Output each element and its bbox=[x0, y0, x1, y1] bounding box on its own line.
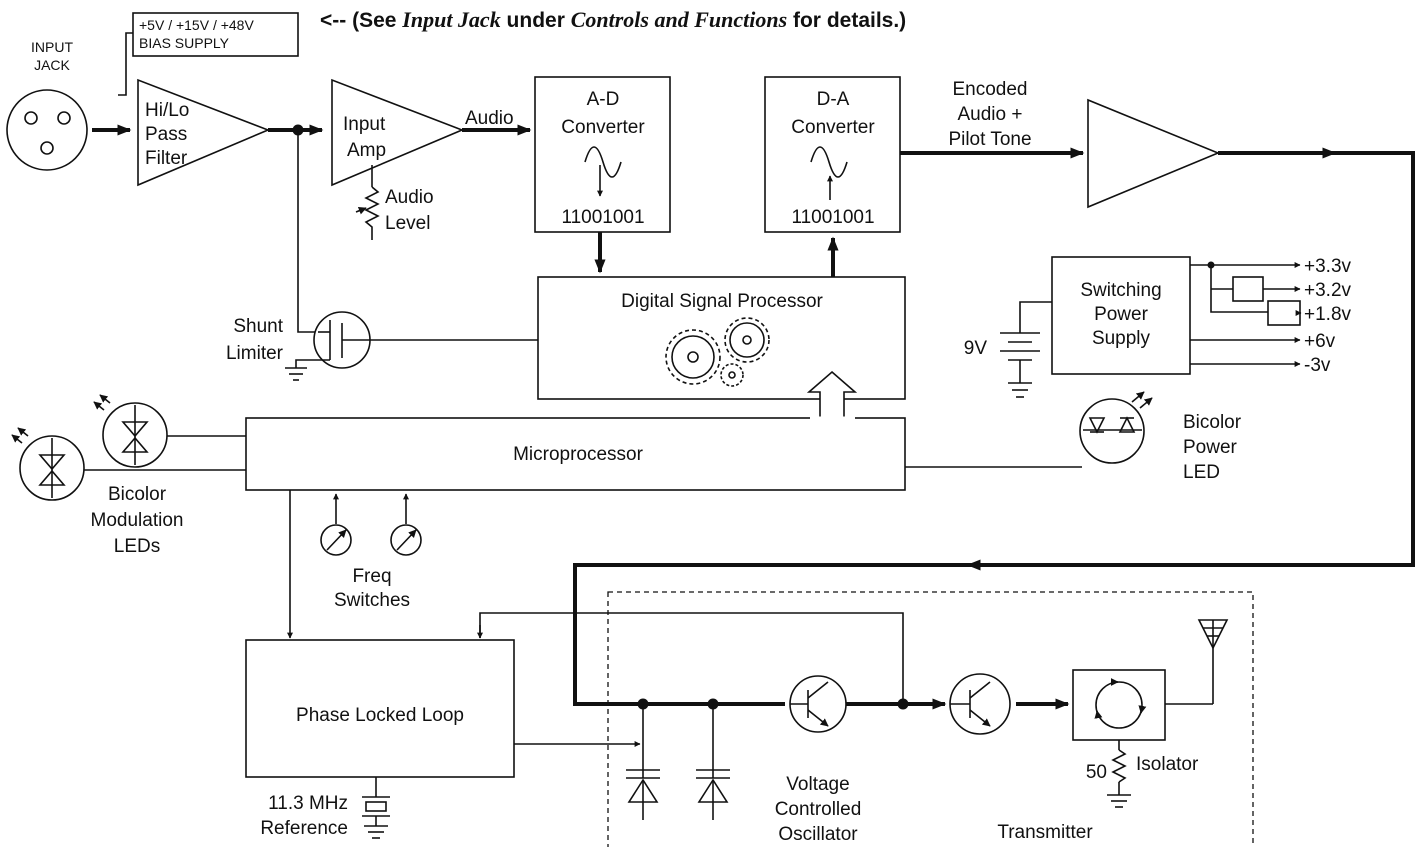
dac-label-1: D-A bbox=[817, 89, 850, 110]
dac-block bbox=[764, 76, 901, 233]
antenna-icon bbox=[1197, 619, 1229, 704]
resistor-value: 50 bbox=[1086, 762, 1107, 783]
microprocessor-label: Microprocessor bbox=[513, 444, 644, 465]
vco-label-3: Oscillator bbox=[778, 824, 858, 845]
input-jack-label-2: JACK bbox=[34, 57, 70, 73]
power-output-neg3v: -3v bbox=[1304, 355, 1331, 376]
input-amp-label-2: Amp bbox=[347, 140, 386, 161]
driver-transistor-icon bbox=[949, 673, 1011, 735]
bias-supply-voltages: +5V / +15V / +48V bbox=[139, 17, 254, 33]
power-supply-block bbox=[1051, 256, 1191, 375]
freq-switch-2-icon bbox=[390, 493, 422, 556]
reference-label-1: 11.3 MHz bbox=[268, 793, 348, 814]
shunt-limiter-label-1: Shunt bbox=[233, 316, 283, 337]
bicolor-power-led-icon bbox=[1079, 391, 1153, 464]
freq-switches-label-2: Switches bbox=[334, 590, 410, 611]
shunt-ground-wire bbox=[295, 359, 330, 368]
adc-bits: 11001001 bbox=[561, 207, 644, 228]
encoded-label-3: Pilot Tone bbox=[948, 129, 1031, 150]
resistor-50-icon bbox=[1107, 740, 1131, 808]
dac-sine-wave-icon bbox=[810, 146, 848, 178]
isolator-block bbox=[1072, 669, 1166, 741]
xlr-input-jack-icon bbox=[6, 89, 88, 171]
adc-label-2: Converter bbox=[561, 117, 645, 138]
power-output-3v3: +3.3v bbox=[1304, 256, 1352, 277]
power-output-1v8: +1.8v bbox=[1304, 304, 1352, 325]
filter-label-3: Filter bbox=[145, 148, 188, 169]
audio-signal-label: Audio bbox=[465, 108, 514, 129]
freq-switch-1-icon bbox=[320, 493, 352, 556]
audio-level-label-1: Audio bbox=[385, 187, 434, 208]
freq-switches-label-1: Freq bbox=[352, 566, 391, 587]
audio-level-label-2: Level bbox=[385, 213, 430, 234]
power-led-label-3: LED bbox=[1183, 462, 1220, 483]
bias-supply-wire bbox=[118, 32, 133, 96]
filter-label-1: Hi/Lo bbox=[145, 100, 189, 121]
vco-transistor-icon bbox=[789, 675, 847, 733]
power-supply-label-1: Switching bbox=[1080, 280, 1161, 301]
transmitter-boundary bbox=[607, 591, 1254, 847]
pll-block bbox=[245, 639, 515, 778]
transmitter-label: Transmitter bbox=[997, 822, 1093, 843]
shunt-limiter-label-2: Limiter bbox=[226, 343, 284, 364]
modulation-led-2-icon bbox=[11, 427, 85, 501]
isolator-circulator-icon bbox=[1094, 678, 1147, 729]
filter-triangle bbox=[137, 78, 271, 187]
power-outputs-wiring bbox=[1190, 261, 1302, 367]
adc-sine-wave-icon bbox=[584, 146, 622, 178]
mod-leds-label-3: LEDs bbox=[114, 536, 160, 557]
bias-supply-box bbox=[132, 12, 299, 57]
adc-block bbox=[534, 76, 671, 233]
dsp-label: Digital Signal Processor bbox=[621, 291, 823, 312]
varactor-diode-1-icon bbox=[626, 704, 660, 820]
power-supply-label-2: Power bbox=[1094, 304, 1149, 325]
battery-label: 9V bbox=[964, 338, 988, 359]
vco-label-2: Controlled bbox=[775, 799, 862, 820]
varactor-diode-2-icon bbox=[696, 704, 730, 820]
input-jack-label-1: INPUT bbox=[31, 39, 73, 55]
output-feedback-wire bbox=[1330, 151, 1415, 567]
crystal-reference-icon bbox=[362, 777, 390, 839]
dac-bits: 11001001 bbox=[791, 207, 874, 228]
encoded-label-2: Audio + bbox=[958, 104, 1023, 125]
bias-supply-label: BIAS SUPPLY bbox=[139, 35, 230, 51]
details-note: <-- (See Input Jack under Controls and F… bbox=[320, 7, 906, 32]
audio-level-potentiometer-icon bbox=[355, 165, 380, 240]
gears-icon bbox=[665, 317, 770, 387]
junction-dot bbox=[897, 698, 909, 710]
reference-label-2: Reference bbox=[260, 818, 348, 839]
power-supply-label-3: Supply bbox=[1092, 328, 1151, 349]
adc-label-1: A-D bbox=[587, 89, 620, 110]
encoded-label-1: Encoded bbox=[952, 79, 1027, 100]
power-output-6v: +6v bbox=[1304, 331, 1336, 352]
isolator-label: Isolator bbox=[1136, 754, 1199, 775]
power-output-3v2: +3.2v bbox=[1304, 280, 1352, 301]
input-amp-label-1: Input bbox=[343, 114, 386, 135]
dac-label-2: Converter bbox=[791, 117, 875, 138]
pll-label: Phase Locked Loop bbox=[296, 705, 464, 726]
output-amp-triangle bbox=[1087, 98, 1221, 209]
filter-label-2: Pass bbox=[145, 124, 187, 145]
input-amp-triangle bbox=[331, 78, 465, 187]
modulation-led-1-icon bbox=[93, 394, 168, 468]
mod-leds-label-1: Bicolor bbox=[108, 484, 167, 505]
mod-leds-label-2: Modulation bbox=[91, 510, 184, 531]
power-led-label-2: Power bbox=[1183, 437, 1238, 458]
power-led-label-1: Bicolor bbox=[1183, 412, 1242, 433]
microprocessor-block bbox=[245, 417, 906, 491]
filter-to-shunt-wire bbox=[297, 130, 318, 333]
vco-label-1: Voltage bbox=[786, 774, 849, 795]
to-vco-wire bbox=[573, 563, 972, 706]
battery-icon bbox=[1000, 301, 1052, 398]
